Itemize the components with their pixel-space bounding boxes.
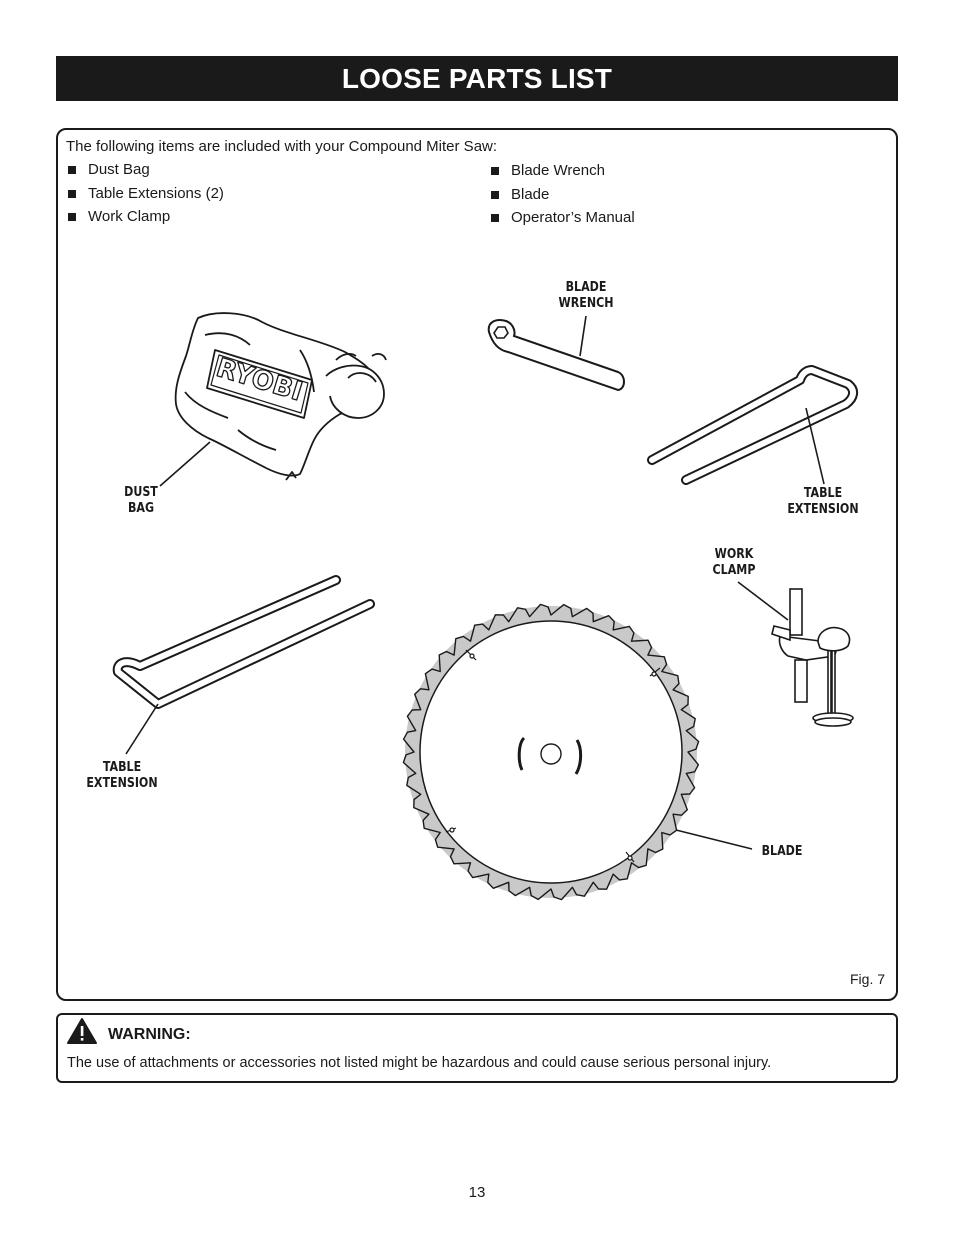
list-item: Blade Wrench xyxy=(490,159,635,183)
page-number: 13 xyxy=(468,1184,486,1201)
warning-box xyxy=(56,1013,898,1083)
table-extension-right-illustration xyxy=(647,365,858,485)
warning-triangle-icon xyxy=(67,1018,97,1044)
square-bullet-icon xyxy=(491,167,499,175)
parts-list-right: Blade Wrench Blade Operator’s Manual xyxy=(490,159,635,230)
list-item: Blade xyxy=(490,183,635,207)
page-title: LOOSE PARTS LIST xyxy=(56,56,898,101)
table-extension-right-leader xyxy=(805,407,825,485)
saw-blade-illustration xyxy=(402,603,700,901)
warning-heading: WARNING: xyxy=(68,1026,191,1044)
square-bullet-icon xyxy=(68,189,76,198)
intro-text: The following items are included with yo… xyxy=(66,138,498,155)
dust-bag-illustration: RYOBI xyxy=(174,312,387,481)
blade-leader xyxy=(675,829,753,850)
list-item: Operator’s Manual xyxy=(490,206,635,230)
square-bullet-icon xyxy=(68,166,76,174)
list-item: Work Clamp xyxy=(67,205,224,229)
list-item: Table Extensions (2) xyxy=(67,182,224,206)
square-bullet-icon xyxy=(491,214,499,222)
table-extension-left-illustration xyxy=(112,575,375,709)
warning-title: WARNING: xyxy=(108,1026,191,1043)
figure-caption: Fig. 7 xyxy=(850,971,886,987)
blade-wrench-illustration xyxy=(487,319,625,392)
table-extension-left-leader xyxy=(125,703,159,755)
warning-text: The use of attachments or accessories no… xyxy=(67,1055,772,1071)
blade-wrench-leader xyxy=(579,315,587,357)
figure-frame xyxy=(56,128,898,1001)
blade-label: BLADE xyxy=(761,843,803,859)
list-item: Dust Bag xyxy=(67,158,224,182)
work-clamp-leader xyxy=(737,581,789,621)
square-bullet-icon xyxy=(491,190,499,199)
work-clamp-illustration xyxy=(771,588,854,727)
square-bullet-icon xyxy=(68,213,76,221)
parts-list-left: Dust Bag Table Extensions (2) Work Clamp xyxy=(67,158,224,229)
dust-bag-leader xyxy=(159,441,211,487)
